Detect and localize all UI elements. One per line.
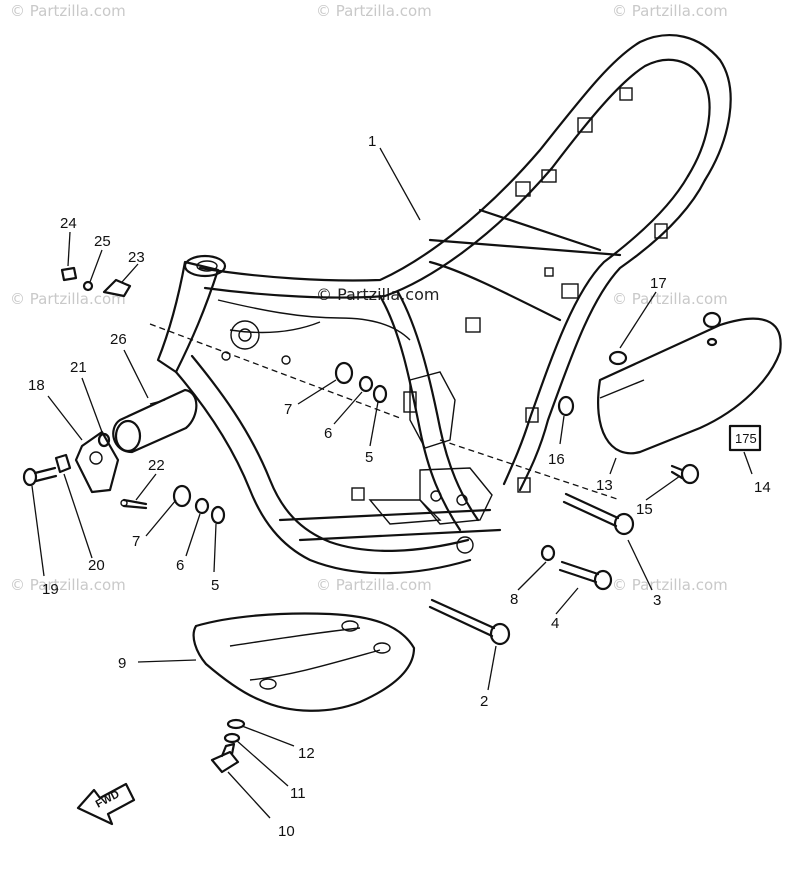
fwd-label: FWD [94,788,122,810]
watermark-top-right: © Partzilla.com [612,2,728,20]
spacer-group-upper [334,361,388,404]
callout-13: 13 [596,477,613,494]
bolt-15 [670,463,700,485]
callout-11: 11 [290,785,306,802]
callout-labels: 1 2 3 4 5 5 6 6 7 7 8 9 10 11 12 13 14 1… [28,133,771,840]
callout-16: 16 [548,451,565,468]
callout-1: 1 [368,133,376,150]
side-cover-13 [597,311,782,455]
clamp-23-group [60,266,132,298]
callout-24: 24 [60,215,77,232]
plate-14-label: 175 [735,431,757,446]
callout-14: 14 [754,479,771,496]
callout-15: 15 [636,501,653,518]
washer-8 [540,544,556,562]
watermark-center: © Partzilla.com [316,285,439,304]
bolt-3 [562,492,635,536]
callout-18: 18 [28,377,45,394]
callout-17: 17 [650,275,667,292]
callout-2: 2 [480,693,488,710]
callout-20: 20 [88,557,105,574]
watermark-mid-right: © Partzilla.com [612,290,728,308]
fastener-10-group [210,718,246,774]
bolt-2 [428,598,511,646]
callout-4: 4 [551,615,559,632]
watermark-mid-left: © Partzilla.com [10,290,126,308]
callout-10: 10 [278,823,295,840]
pad-26 [112,388,198,454]
callout-12: 12 [298,745,315,762]
callout-7-lower: 7 [132,533,140,550]
watermark-low-right: © Partzilla.com [612,576,728,594]
callout-21: 21 [70,359,87,376]
callout-26: 26 [110,331,127,348]
frame-main [156,34,732,575]
callout-7-upper: 7 [284,401,292,418]
callout-19: 19 [42,581,59,598]
callout-9: 9 [118,655,126,672]
callout-6-upper: 6 [324,425,332,442]
callout-3: 3 [653,592,661,609]
callout-5-lower: 5 [211,577,219,594]
bolt-4 [558,560,613,591]
callout-8: 8 [510,591,518,608]
callout-22: 22 [148,457,165,474]
watermark-low-left: © Partzilla.com [10,576,126,594]
grommet-16 [557,395,575,417]
callout-5-upper: 5 [365,449,373,466]
fwd-arrow: FWD [76,782,136,826]
watermarks: © Partzilla.com © Partzilla.com © Partzi… [10,2,728,594]
plate-14: 175 [728,424,762,452]
watermark-low-center: © Partzilla.com [316,576,432,594]
spacer-group-lower [172,484,226,525]
callout-23: 23 [128,249,145,266]
skid-plate-9 [192,612,416,712]
watermark-top-left: © Partzilla.com [10,2,126,20]
watermark-top-center: © Partzilla.com [316,2,432,20]
callout-6-lower: 6 [176,557,184,574]
bracket-18-group [22,430,148,510]
callout-25: 25 [94,233,111,250]
leader-lines [31,147,753,819]
